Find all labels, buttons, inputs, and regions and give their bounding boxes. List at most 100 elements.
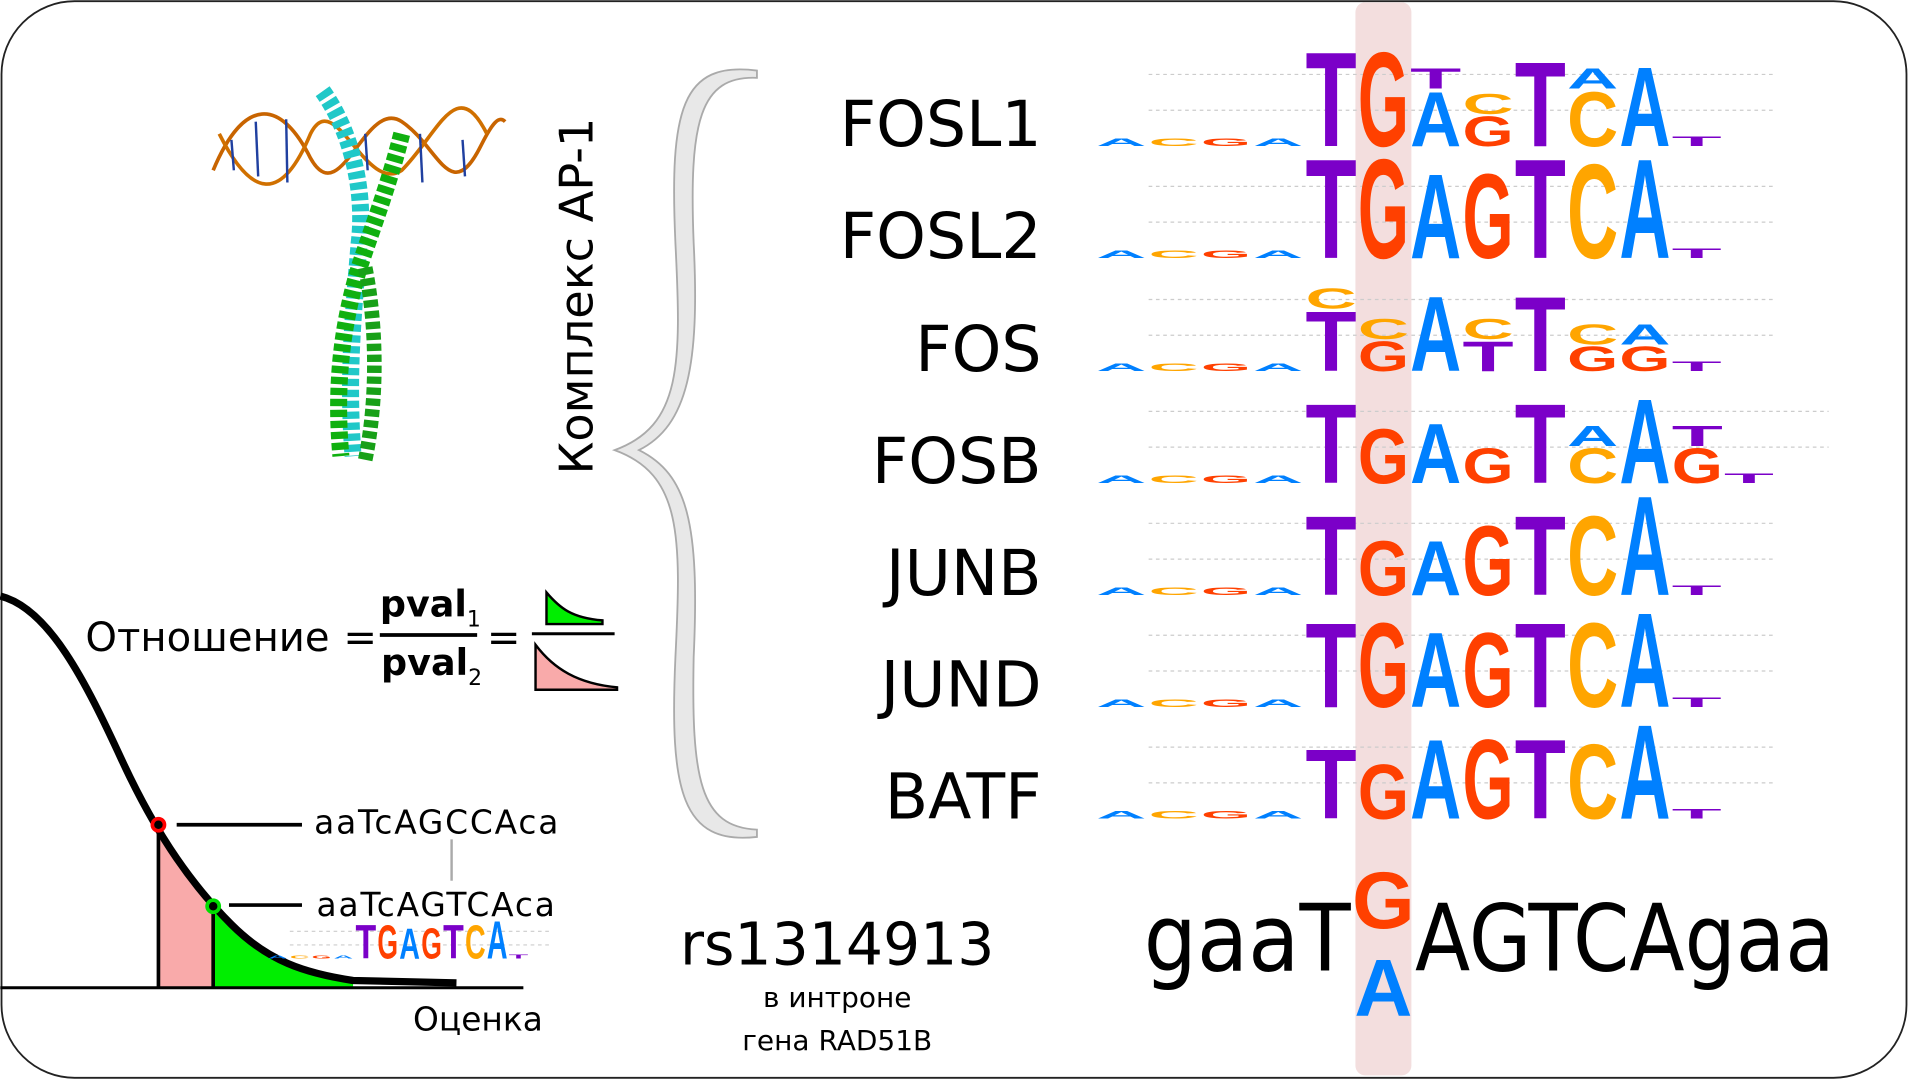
- logo-flank-letter: A: [1253, 361, 1303, 374]
- logo-letter-A: A: [1567, 421, 1618, 452]
- ref-allele: G: [1352, 856, 1414, 946]
- logo-letter-G: G: [1462, 611, 1513, 730]
- logo-flank-letter: A: [1253, 136, 1303, 149]
- pval-alt-area: [158, 824, 214, 988]
- numerator: pval: [380, 583, 467, 626]
- pval-ref-area: [213, 906, 354, 988]
- sequence-left: gaaT: [1144, 885, 1351, 993]
- equals-sign-2: =: [487, 615, 521, 661]
- logo-flank-letter: G: [1201, 585, 1251, 598]
- logo-flank-letter: A: [268, 955, 288, 960]
- logo-flank-letter: G: [1201, 248, 1251, 261]
- ap1-dna-structure-illustration: [211, 86, 507, 462]
- logo-letter-T: T: [1306, 728, 1357, 840]
- logo-letter-C: C: [1567, 137, 1618, 288]
- logo-letter-A: A: [1619, 467, 1670, 626]
- logo-letter-A: A: [487, 910, 508, 970]
- logo-letter-T: T: [1515, 493, 1566, 619]
- logo-flank-letter: T: [1672, 806, 1722, 822]
- numerator-subscript: 1: [467, 607, 481, 632]
- logo-flank-letter: G: [1201, 136, 1251, 149]
- logo-flank-letter: C: [1149, 361, 1199, 374]
- pink-area-icon: [534, 641, 619, 691]
- logo-letter-T: T: [443, 914, 464, 969]
- complex-label: Комплекс AP-1: [550, 118, 604, 475]
- density-curve: [0, 592, 457, 987]
- logo-flank-letter: C: [1149, 248, 1199, 261]
- logo-letter-A: A: [1410, 407, 1461, 502]
- logo-flank-letter: T: [1672, 245, 1722, 261]
- logo-flank-letter: C: [290, 955, 310, 960]
- logo-letter-A: A: [1619, 586, 1670, 737]
- logo-letter-G: G: [1462, 717, 1513, 843]
- logo-flank-letter: A: [1096, 585, 1146, 598]
- logo-letter-C: C: [1567, 723, 1618, 842]
- logo-letter-T: T: [1515, 382, 1566, 508]
- logo-letter-T: T: [1515, 717, 1566, 843]
- logo-letter-A: A: [1619, 45, 1670, 171]
- motif-name: FOS: [915, 312, 1041, 386]
- logo-flank-letter: T: [509, 954, 529, 960]
- logo-flank-letter: A: [334, 955, 354, 960]
- genome-sequence: gaaT G A AGTCAgaa: [1144, 856, 1835, 1034]
- logo-letter-G: G: [1462, 438, 1513, 493]
- logo-flank-letter: G: [1201, 697, 1251, 710]
- logo-letter-T: T: [1306, 130, 1357, 289]
- denominator: pval: [381, 641, 468, 684]
- equals-sign: =: [343, 615, 377, 661]
- logo-letter-T: T: [1306, 599, 1357, 733]
- motif-name: FOSL1: [840, 87, 1042, 161]
- logo-letter-C: C: [1358, 314, 1409, 345]
- logo-flank-letter: G: [1201, 473, 1251, 486]
- logo-letter-T: T: [1306, 382, 1357, 508]
- logo-letter-G: G: [1358, 749, 1409, 836]
- logo-flank-letter: G: [312, 955, 331, 960]
- logo-letter-A: A: [1410, 717, 1461, 843]
- logo-letter-T: T: [1515, 599, 1566, 733]
- logo-flank-letter: A: [1253, 809, 1303, 822]
- sequence-right: AGTCAgaa: [1415, 885, 1835, 993]
- alt-allele: A: [1354, 944, 1412, 1034]
- logo-letter-A: A: [1619, 375, 1670, 509]
- ref-sequence: aaTcAGTCAca: [317, 886, 557, 924]
- logo-flank-letter: C: [1149, 473, 1199, 486]
- svg-text:pval1: pval1: [380, 583, 481, 633]
- alt-score-point: [150, 816, 167, 833]
- logo-letter-C: C: [1462, 89, 1513, 120]
- logo-letter-C: C: [1306, 284, 1357, 315]
- logo-letter-G: G: [1462, 505, 1513, 617]
- logo-letter-G: G: [421, 919, 442, 968]
- ref-score-point: [205, 898, 222, 915]
- green-area-icon: [545, 589, 604, 626]
- motif-name: FOSL2: [840, 199, 1042, 273]
- svg-text:pval2: pval2: [381, 641, 482, 691]
- logo-letter-A: A: [1619, 319, 1670, 350]
- curly-brace: [611, 68, 758, 839]
- logo-letter-C: C: [1567, 77, 1618, 164]
- logo-letter-T: T: [1672, 421, 1724, 452]
- logo-flank-letter: C: [1149, 809, 1199, 822]
- logo-letter-T: T: [1306, 295, 1357, 390]
- logo-letter-G: G: [1619, 340, 1670, 379]
- logo-flank-letter: A: [1096, 136, 1146, 149]
- logo-flank-letter: T: [1724, 470, 1774, 486]
- logo-letter-G: G: [1358, 599, 1409, 733]
- ratio-label: Отношение: [85, 615, 329, 661]
- logo-letter-T: T: [1306, 493, 1357, 619]
- logo-letter-A: A: [1410, 275, 1461, 394]
- logo-flank-letter: A: [1253, 585, 1303, 598]
- logo-flank-letter: A: [1096, 473, 1146, 486]
